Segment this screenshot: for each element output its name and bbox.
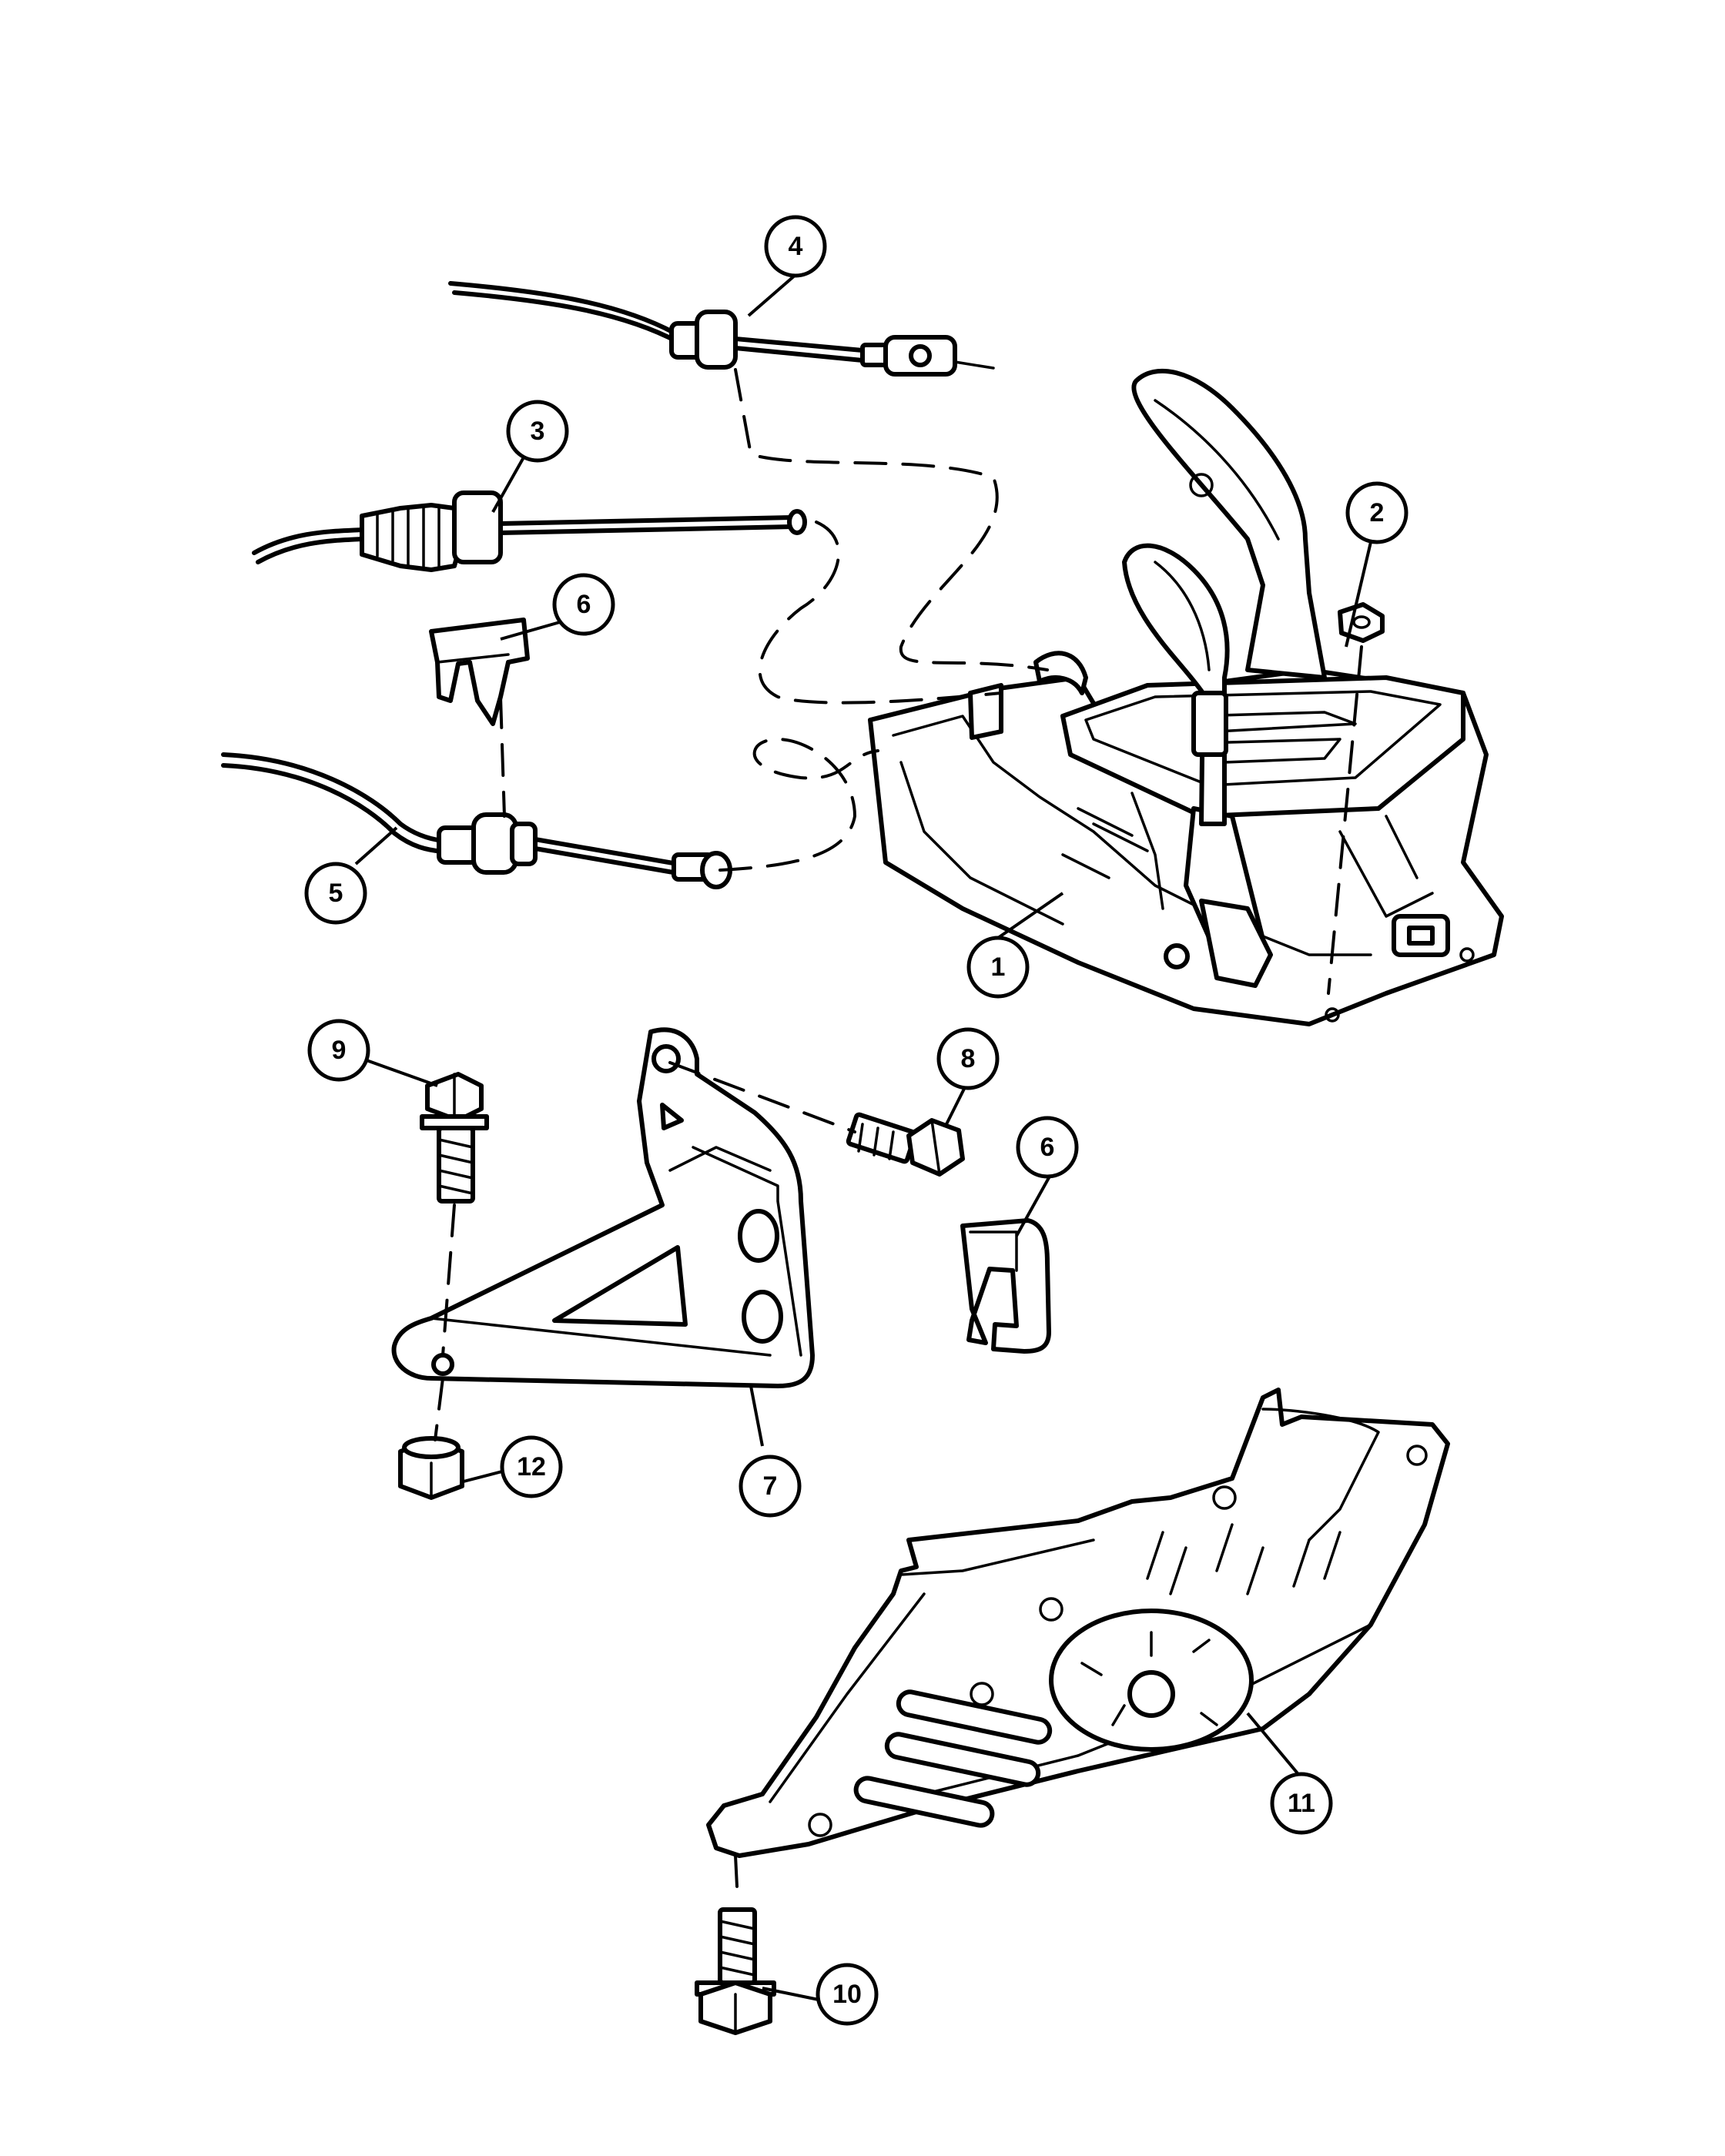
assembly-lines	[434, 368, 1363, 1903]
retaining-clip-part-6-upper	[429, 618, 530, 726]
shift-cable-part-4	[448, 281, 995, 377]
nut-part-12	[398, 1436, 464, 1500]
bracket-part-7	[391, 1027, 815, 1388]
bolt-part-8	[846, 1112, 965, 1177]
bolt-part-10	[695, 1907, 776, 2035]
callout-7: 7	[739, 1455, 802, 1518]
callout-8: 8	[936, 1027, 1000, 1090]
callout-4: 4	[764, 215, 827, 278]
retaining-clip-part-6-lower	[960, 1218, 1051, 1354]
callout-8-label: 8	[961, 1044, 976, 1073]
callout-2-label: 2	[1370, 498, 1385, 527]
shift-cable-part-3	[252, 490, 807, 572]
shifter-assembly-part-1	[868, 368, 1504, 1026]
callout-5-label: 5	[329, 879, 343, 908]
callout-2: 2	[1345, 481, 1408, 544]
callout-12: 12	[500, 1435, 563, 1498]
callout-12-label: 12	[517, 1452, 546, 1481]
callout-6-upper-label: 6	[577, 590, 591, 619]
callout-3-label: 3	[531, 417, 545, 446]
callout-9-label: 9	[332, 1036, 347, 1065]
callout-11-label: 11	[1288, 1789, 1315, 1818]
callout-6-lower-label: 6	[1040, 1133, 1055, 1162]
callout-5: 5	[304, 862, 367, 925]
callout-1-label: 1	[991, 952, 1006, 982]
callout-3: 3	[506, 400, 569, 463]
callout-9: 9	[307, 1019, 370, 1082]
shift-cable-part-5	[221, 752, 732, 889]
bolt-part-9	[420, 1072, 489, 1204]
skid-plate-part-11	[706, 1388, 1450, 1858]
callout-6-upper: 6	[552, 573, 615, 636]
callout-10: 10	[816, 1963, 879, 2026]
callout-11: 11	[1270, 1772, 1333, 1835]
callout-10-label: 10	[832, 1980, 862, 2009]
callout-1: 1	[966, 936, 1030, 999]
nut-part-2	[1338, 602, 1385, 643]
callout-7-label: 7	[763, 1471, 778, 1501]
callout-4-label: 4	[789, 232, 803, 261]
callout-6-lower: 6	[1016, 1116, 1079, 1179]
